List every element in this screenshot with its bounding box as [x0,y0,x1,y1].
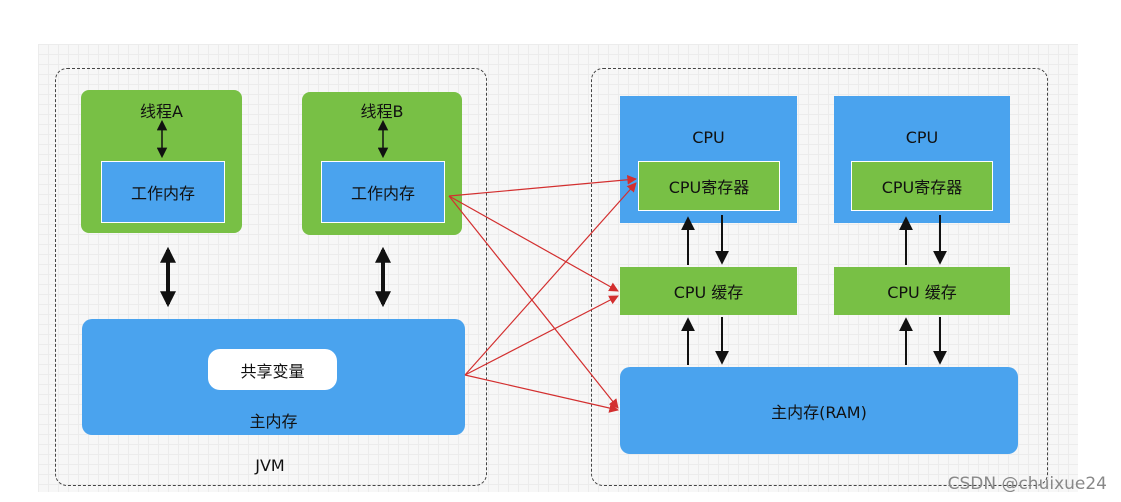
thread-a-working-memory: 工作内存 [101,161,225,223]
jvm-label: JVM [255,456,285,475]
hardware-panel [591,68,1048,486]
thread-b-title: 线程B [360,102,404,121]
map-arrow-main-to-cache [464,295,619,376]
map-arrow-working-to-cache [448,195,619,292]
thread-a-title: 线程A [140,102,183,121]
cpu-left-title: CPU [692,128,725,147]
jvm-panel [55,68,487,486]
cpu-right-cache: CPU 缓存 [834,267,1010,315]
cpu-left-cache: CPU 缓存 [620,267,797,315]
csdn-watermark: CSDN @chuixue24 [947,474,1107,494]
cpu-right-register: CPU寄存器 [851,161,993,211]
map-arrow-main-to-ram [464,374,619,413]
map-arrow-working-to-ram [448,195,619,409]
map-arrow-working-to-register [448,175,637,197]
shared-variable-pill: 共享变量 [208,349,337,390]
thread-b-working-memory: 工作内存 [321,161,445,223]
ram-box: 主内存(RAM) [620,367,1018,454]
cpu-right-title: CPU [905,128,939,147]
cpu-left-register: CPU寄存器 [638,161,780,211]
jvm-main-memory-label: 主内存 [249,412,298,431]
map-arrow-main-to-register [464,182,637,376]
